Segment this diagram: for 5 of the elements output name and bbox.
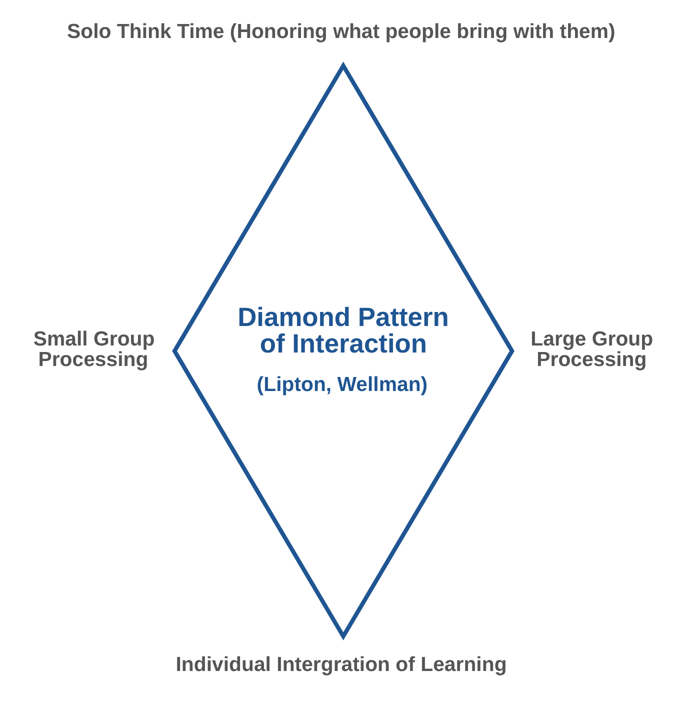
label: Solo Think Time (Honoring what people bring with them) [67, 21, 616, 44]
label: Small Group Processing [33, 328, 155, 372]
label: Individual Intergration of Learning [176, 654, 507, 676]
label: Large Group Processing [530, 328, 654, 372]
node-diamond: Diamond Pattern of Interaction (Lipton, Wellman) [172, 62, 514, 640]
